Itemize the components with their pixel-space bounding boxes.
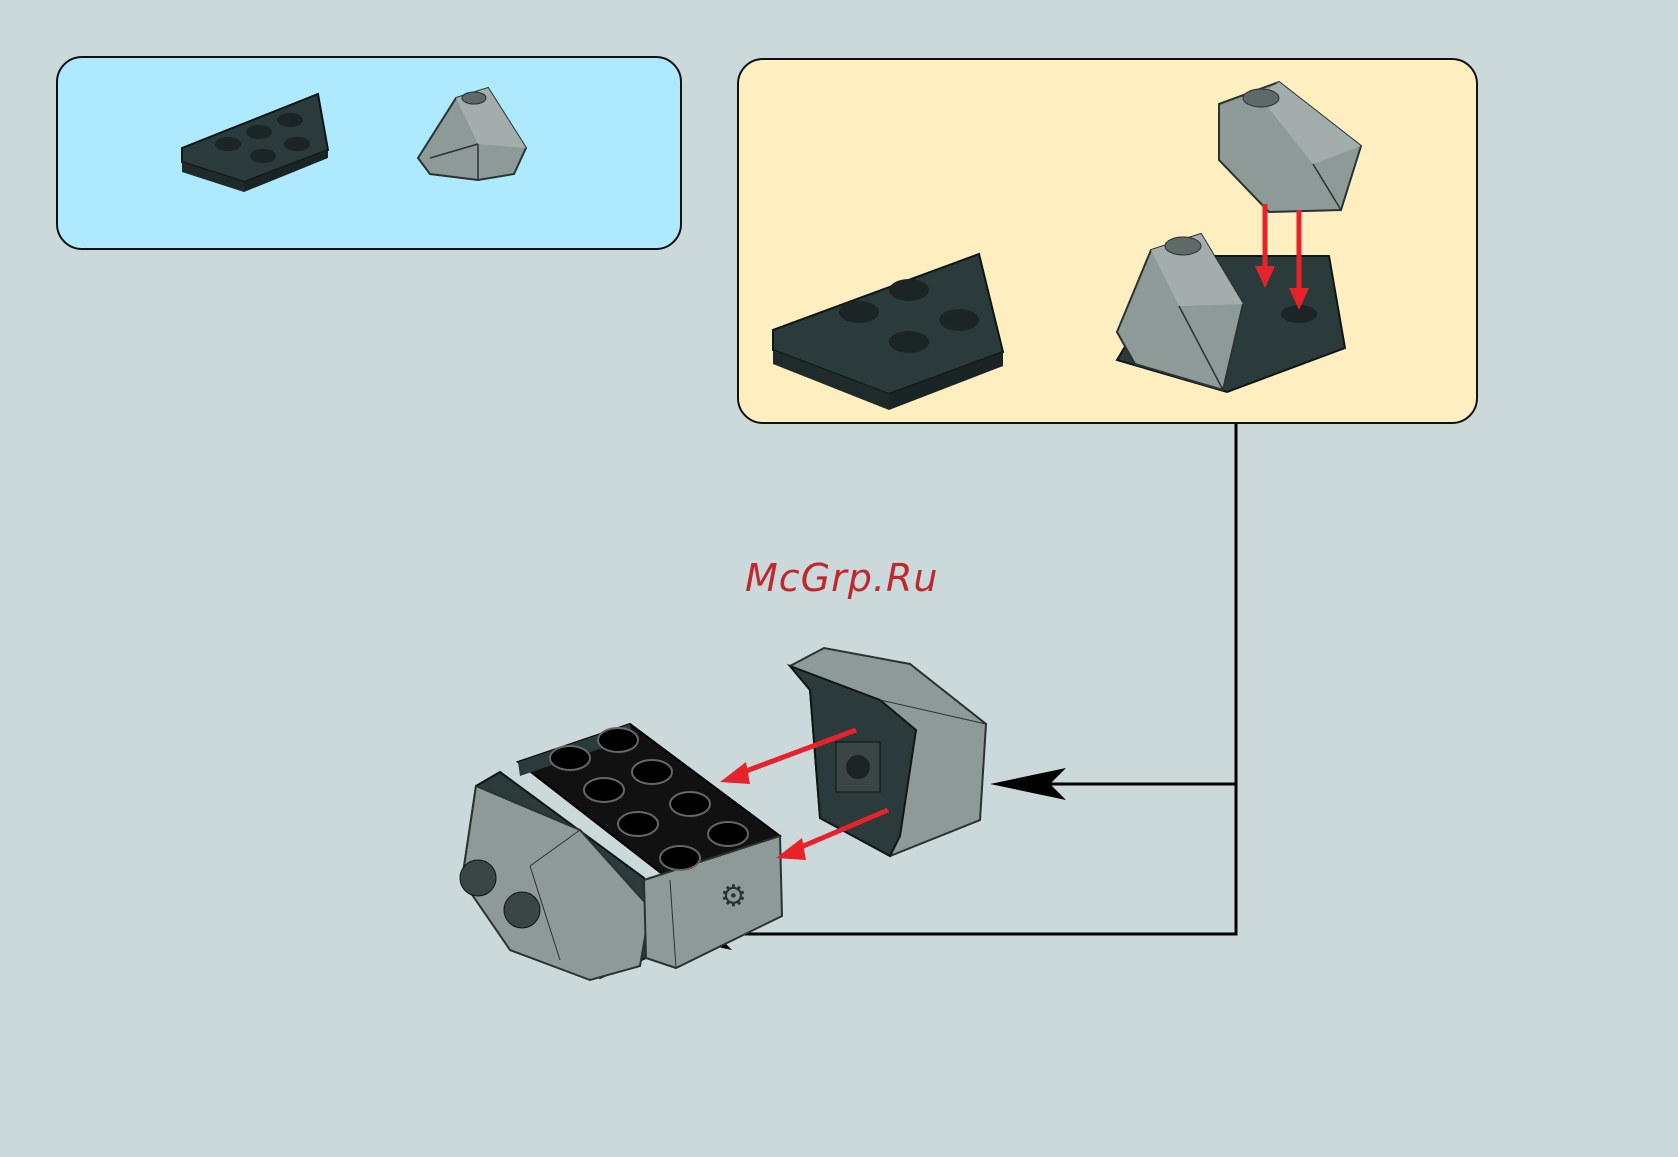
watermark-text: McGrp.Ru: [745, 556, 938, 600]
svg-text:⚙: ⚙: [720, 879, 747, 914]
incoming-subassembly-icon: [790, 648, 986, 856]
base-assembly-icon: ⚙: [460, 724, 782, 980]
